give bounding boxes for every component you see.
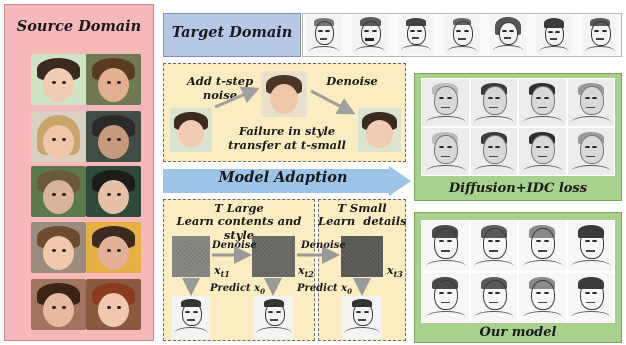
- source-photo-boy: [31, 222, 86, 273]
- target-sketch-2: [352, 15, 388, 55]
- diffusion-idc-label: Diffusion+IDC loss: [448, 181, 588, 196]
- t-small-denoise-label: Denoise: [301, 240, 346, 251]
- our-model-thumb-4: [567, 221, 614, 271]
- source-photo-woman-smiling: [31, 279, 86, 330]
- top-process-arrows: [214, 86, 356, 115]
- target-sketch-5: [490, 15, 526, 55]
- baby-photo-output: [358, 108, 401, 152]
- our-model-thumb-1: [422, 221, 469, 271]
- source-photo-man-dark: [86, 111, 141, 162]
- our-model-thumb-8: [567, 272, 614, 322]
- noisy-image-t2: [252, 236, 295, 277]
- our-model-label: Our model: [479, 325, 557, 340]
- noisy-image-t1: [172, 236, 210, 277]
- t-small-predict-label: Predict x0: [297, 283, 352, 296]
- x-t1-label: xt1: [214, 264, 230, 280]
- target-sketch-4: [444, 15, 480, 55]
- source-photo-woman-glasses: [86, 222, 141, 273]
- noisy-image-t3: [341, 236, 383, 277]
- bottom-process-arrows: [182, 246, 371, 296]
- our-model-thumb-6: [470, 272, 517, 322]
- x-t3-label: xt3: [387, 264, 403, 280]
- t-large-predict-label: Predict x0: [210, 283, 265, 296]
- our-model-thumb-5: [422, 272, 469, 322]
- source-photo-girl: [86, 54, 141, 105]
- source-domain-title: Source Domain: [16, 18, 142, 35]
- t-large-title: T Large: [214, 201, 264, 215]
- target-domain-box: [163, 13, 301, 57]
- our-model-thumb-3: [519, 221, 566, 271]
- diffusion-idc-thumb-2: [470, 79, 517, 126]
- our-model-thumb-7: [519, 272, 566, 322]
- diffusion-idc-thumb-3: [519, 79, 566, 126]
- baby-photo-noised: [261, 71, 307, 117]
- target-sketch-1: [306, 15, 342, 55]
- baby-photo-input: [170, 108, 212, 152]
- add-noise-arrow: [214, 86, 260, 109]
- source-photo-woman-greenery: [31, 166, 86, 217]
- diffusion-idc-grid: [421, 78, 615, 176]
- t-small-subtitle: Learn details: [318, 214, 407, 228]
- our-model-grid: [421, 220, 615, 323]
- source-photo-toddler: [31, 54, 86, 105]
- model-adaption-arrow: [163, 166, 411, 196]
- t-large-denoise-label: Denoise: [212, 240, 257, 251]
- t-large-subtitle: Learn contents and style: [176, 214, 302, 242]
- denoise-label: Denoise: [326, 74, 378, 88]
- diffusion-idc-thumb-8: [567, 128, 614, 175]
- diffusion-idc-thumb-7: [519, 128, 566, 175]
- t-large-predict-sketch-1: [172, 296, 210, 339]
- source-photo-redhead: [86, 279, 141, 330]
- add-noise-label: Add t-step noise: [186, 74, 254, 102]
- failure-label: Failure in style transfer at t-small: [228, 124, 346, 152]
- denoise-arrow: [310, 89, 356, 115]
- source-photo-blonde-woman: [31, 111, 86, 162]
- diffusion-idc-thumb-5: [422, 128, 469, 175]
- x-t2-label: xt2: [298, 264, 314, 280]
- target-sketch-3: [398, 15, 434, 55]
- our-model-thumb-2: [470, 221, 517, 271]
- t-large-predict-sketch-2: [254, 296, 294, 339]
- source-photo-woman-dark-hair: [86, 166, 141, 217]
- t-small-title: T Small: [337, 201, 387, 215]
- t-small-predict-sketch: [342, 296, 382, 339]
- target-domain-title: Target Domain: [171, 24, 293, 41]
- target-sketch-6: [536, 15, 572, 55]
- target-sketch-7: [582, 15, 618, 55]
- diffusion-idc-thumb-6: [470, 128, 517, 175]
- model-adaption-label: Model Adaption: [218, 169, 348, 186]
- diffusion-idc-thumb-1: [422, 79, 469, 126]
- diffusion-idc-thumb-4: [567, 79, 614, 126]
